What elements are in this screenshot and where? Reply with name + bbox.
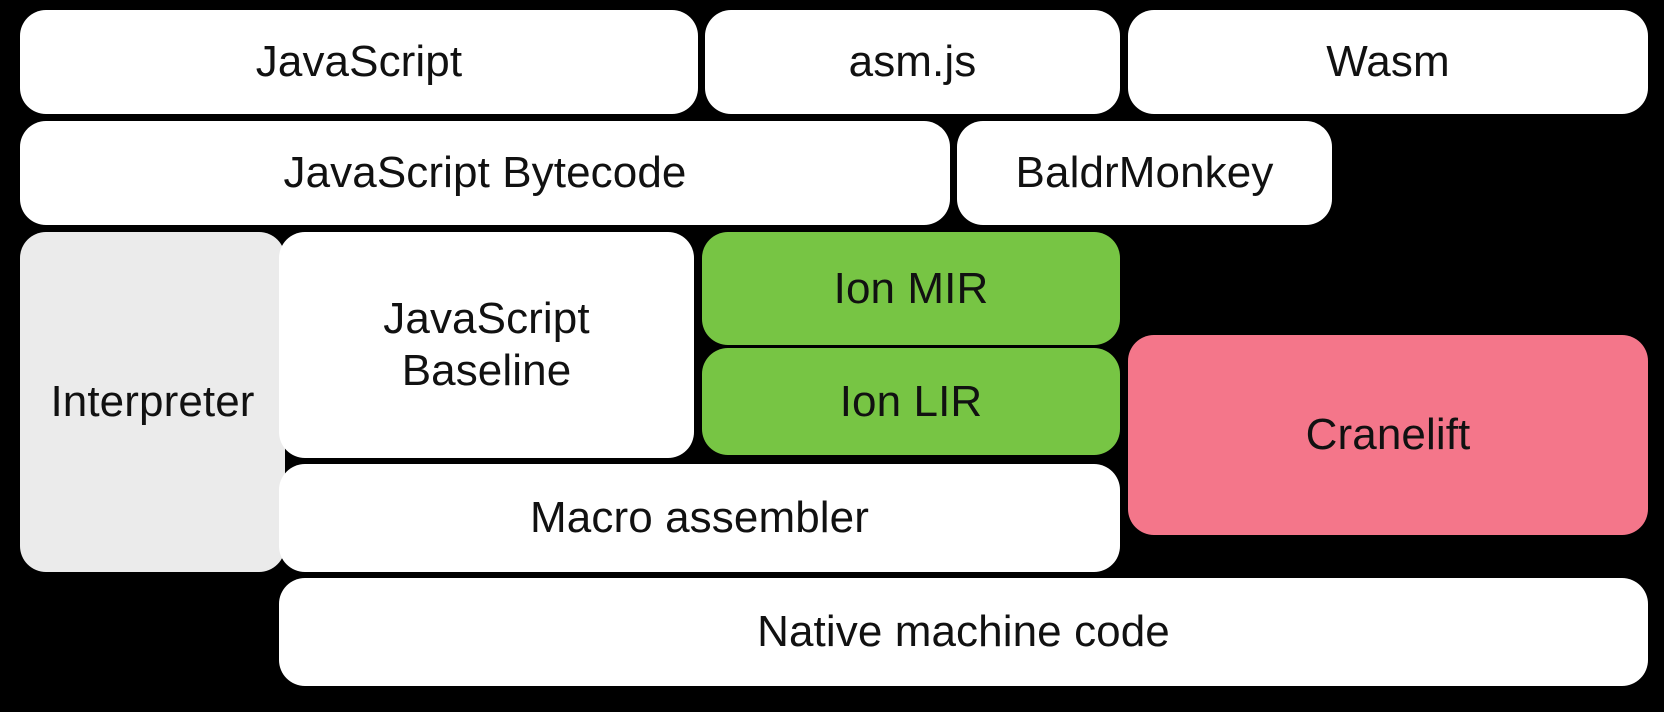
node-native-machine-code[interactable]: Native machine code [279,578,1648,686]
node-javascript-bytecode[interactable]: JavaScript Bytecode [20,121,950,225]
node-cranelift[interactable]: Cranelift [1128,335,1648,535]
node-interpreter[interactable]: Interpreter [20,232,285,572]
node-javascript[interactable]: JavaScript [20,10,698,114]
node-javascript-baseline[interactable]: JavaScript Baseline [279,232,694,458]
node-baldrmonkey[interactable]: BaldrMonkey [957,121,1332,225]
node-wasm[interactable]: Wasm [1128,10,1648,114]
node-macro-assembler[interactable]: Macro assembler [279,464,1120,572]
node-asm-js[interactable]: asm.js [705,10,1120,114]
node-ion-mir[interactable]: Ion MIR [702,232,1120,345]
node-ion-lir[interactable]: Ion LIR [702,348,1120,455]
